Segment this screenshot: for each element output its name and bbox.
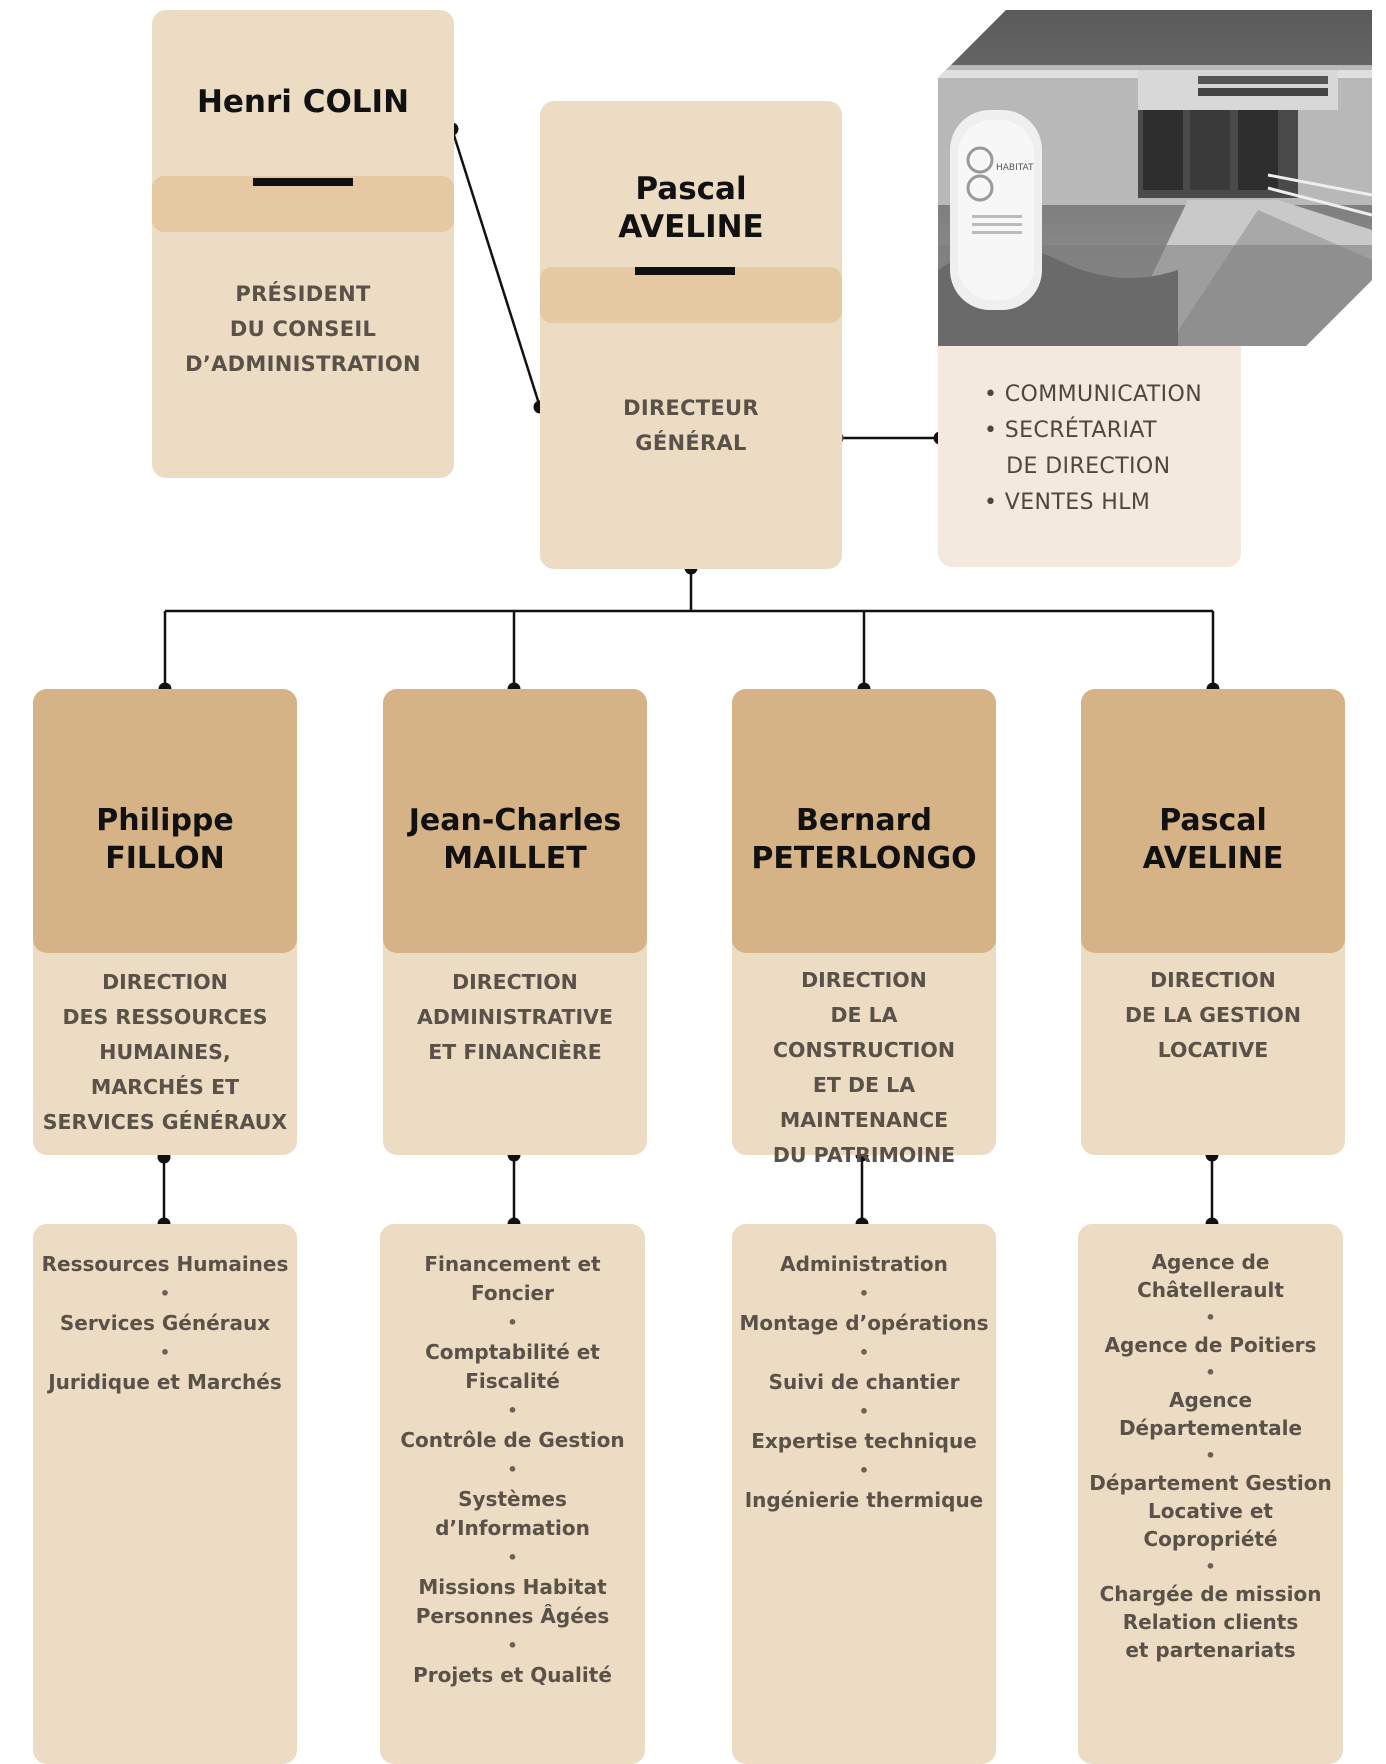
- services-list-hr: Ressources Humaines • Services Généraux …: [39, 1250, 291, 1397]
- service-item: Systèmes d’Information: [435, 1487, 590, 1540]
- service-separator-dot: •: [507, 1548, 518, 1567]
- service-item: Agence Départementale: [1118, 1388, 1303, 1440]
- direction-head-construction: [732, 689, 996, 953]
- direction-role-finance: DIRECTION ADMINISTRATIVE ET FINANCIÈRE: [417, 970, 613, 1064]
- service-separator-dot: •: [858, 1284, 870, 1303]
- services-card-hr: Ressources Humaines • Services Généraux …: [33, 1224, 297, 1764]
- service-separator-dot: •: [159, 1343, 171, 1362]
- direction-card-rental: Pascal AVELINE DIRECTION DE LA GESTION L…: [1081, 689, 1345, 1155]
- service-separator-dot: •: [858, 1402, 870, 1421]
- service-item: Services Généraux: [59, 1311, 271, 1335]
- president-role: PRÉSIDENT DU CONSEIL D’ADMINISTRATION: [185, 282, 421, 376]
- service-separator-dot: •: [1205, 1308, 1216, 1327]
- service-item: Montage d’opérations: [739, 1311, 989, 1335]
- service-item: Juridique et Marchés: [48, 1370, 282, 1394]
- service-item: Comptabilité et Fiscalité: [425, 1340, 600, 1393]
- direction-card-hr: Philippe FILLON DIRECTION DES RESSOURCES…: [33, 689, 297, 1155]
- service-item: Projets et Qualité: [413, 1663, 612, 1687]
- service-item: Ressources Humaines: [41, 1252, 289, 1276]
- president-underline: [253, 178, 353, 186]
- direction-name-finance: Jean-Charles MAILLET: [408, 803, 622, 876]
- service-separator-dot: •: [507, 1460, 518, 1479]
- service-separator-dot: •: [507, 1313, 518, 1332]
- direction-role-hr: DIRECTION DES RESSOURCES HUMAINES, MARCH…: [42, 970, 288, 1134]
- service-separator-dot: •: [507, 1401, 518, 1420]
- service-separator-dot: •: [1205, 1446, 1216, 1465]
- direction-name-rental: Pascal AVELINE: [1142, 803, 1284, 876]
- direction-head-hr: [33, 689, 297, 953]
- direction-name-hr: Philippe FILLON: [96, 803, 234, 876]
- direction-card-finance: Jean-Charles MAILLET DIRECTION ADMINISTR…: [383, 689, 647, 1155]
- services-list-finance: Financement et Foncier • Comptabilité et…: [386, 1250, 639, 1690]
- side-service-item: DE DIRECTION: [984, 454, 1171, 479]
- director-general-band: [540, 267, 842, 323]
- services-card-rental: Agence de Châtellerault • Agence de Poit…: [1078, 1224, 1343, 1764]
- side-services-list: • COMMUNICATION • SECRÉTARIAT DE DIRECTI…: [984, 377, 1202, 521]
- services-card-construction: Administration • Montage d’opérations • …: [732, 1224, 996, 1764]
- service-item: Contrôle de Gestion: [400, 1428, 625, 1452]
- direction-head-rental: [1081, 689, 1345, 953]
- director-general-card: Pascal AVELINE DIRECTEUR GÉNÉRAL: [540, 101, 842, 569]
- connector-president-director: [450, 128, 542, 408]
- side-service-item: • SECRÉTARIAT: [984, 418, 1157, 443]
- service-item: Missions Habitat Personnes Âgées: [415, 1575, 610, 1628]
- service-item: Suivi de chantier: [768, 1370, 960, 1394]
- service-separator-dot: •: [159, 1284, 171, 1303]
- director-general-role: DIRECTEUR GÉNÉRAL: [623, 396, 759, 455]
- service-separator-dot: •: [858, 1461, 870, 1480]
- side-service-item: • COMMUNICATION: [984, 382, 1203, 407]
- services-list-construction: Administration • Montage d’opérations • …: [738, 1250, 990, 1515]
- director-general-name: Pascal AVELINE: [618, 171, 764, 245]
- service-item: Administration: [780, 1252, 948, 1276]
- service-item: Agence de Châtellerault: [1137, 1250, 1284, 1302]
- services-card-finance: Financement et Foncier • Comptabilité et…: [380, 1224, 645, 1764]
- service-item: Financement et Foncier: [424, 1252, 601, 1305]
- service-item: Département Gestion Locative et Copropri…: [1089, 1471, 1332, 1551]
- direction-role-rental: DIRECTION DE LA GESTION LOCATIVE: [1124, 968, 1301, 1062]
- service-item: Chargée de mission Relation clients et p…: [1099, 1582, 1322, 1662]
- service-separator-dot: •: [1205, 1363, 1216, 1382]
- service-item: Agence de Poitiers: [1104, 1333, 1317, 1357]
- services-list-rental: Agence de Châtellerault • Agence de Poit…: [1084, 1248, 1337, 1664]
- photo-sign-text: HABITAT: [996, 163, 1034, 173]
- service-item: Ingénierie thermique: [744, 1488, 984, 1512]
- headquarters-photo: HABITAT: [938, 10, 1372, 346]
- president-card: Henri COLIN PRÉSIDENT DU CONSEIL D’ADMIN…: [152, 10, 454, 478]
- service-separator-dot: •: [1205, 1557, 1216, 1576]
- service-item: Expertise technique: [751, 1429, 977, 1453]
- service-separator-dot: •: [858, 1343, 870, 1362]
- side-service-item: • VENTES HLM: [984, 490, 1151, 515]
- service-separator-dot: •: [507, 1636, 518, 1655]
- director-general-underline: [635, 267, 735, 275]
- direction-name-construction: Bernard PETERLONGO: [751, 803, 977, 876]
- direction-card-construction: Bernard PETERLONGO DIRECTION DE LA CONST…: [732, 689, 996, 1167]
- direction-role-construction: DIRECTION DE LA CONSTRUCTION ET DE LA MA…: [772, 968, 956, 1167]
- president-name: Henri COLIN: [196, 84, 410, 120]
- direction-head-finance: [383, 689, 647, 953]
